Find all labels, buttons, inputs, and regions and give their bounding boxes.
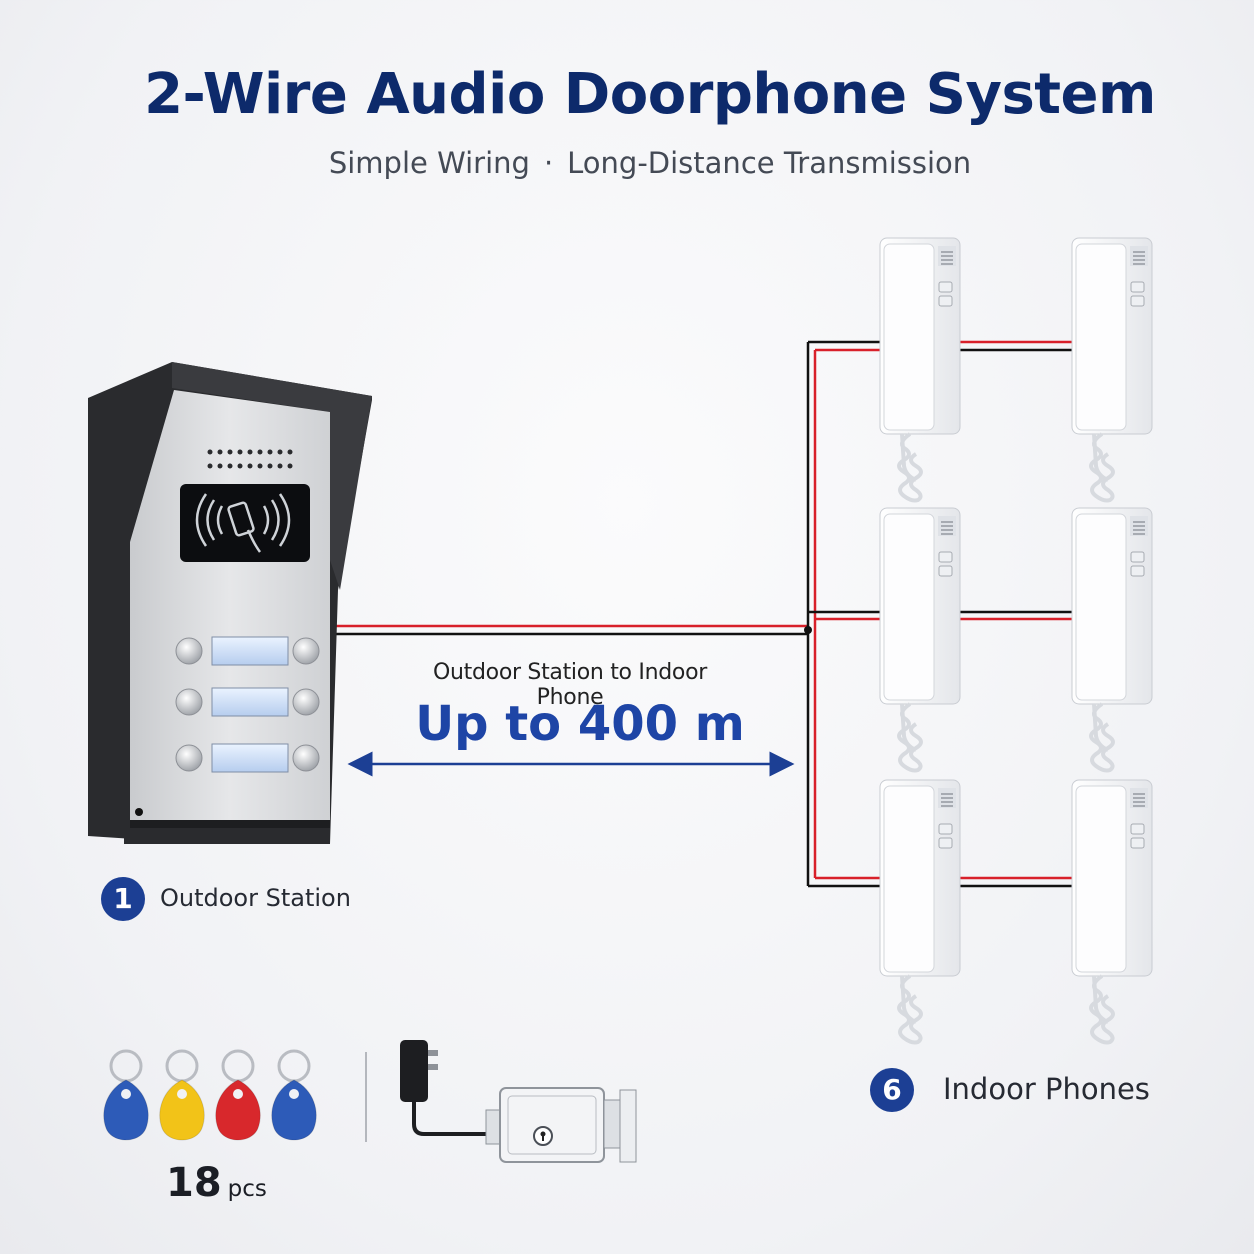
wiring — [330, 340, 1074, 888]
key-tag-1 — [103, 1049, 149, 1141]
outdoor-station-label: Outdoor Station — [160, 884, 351, 912]
distance-caption: Outdoor Station to Indoor Phone — [433, 660, 707, 710]
name-plate-2 — [211, 687, 289, 717]
speaker-grille — [207, 449, 293, 469]
keyhole-icon — [533, 1126, 553, 1146]
call-button-3-right — [292, 744, 320, 772]
subtitle-long-distance: Long-Distance Transmission — [567, 146, 972, 180]
indoor-phone-5 — [878, 778, 962, 1045]
outdoor-number-badge: 1 — [101, 877, 145, 921]
indoor-phones-label: Indoor Phones — [943, 1072, 1150, 1106]
page-subtitle: Simple Wiring · Long-Distance Transmission — [0, 146, 1254, 180]
name-plate-3 — [211, 743, 289, 773]
tag-count: 18 — [166, 1160, 222, 1206]
rfid-icon — [195, 493, 291, 553]
distance-value: Up to 400 m — [415, 696, 745, 752]
tag-unit: pcs — [227, 1176, 267, 1202]
call-button-2-left — [175, 688, 203, 716]
key-tag-4 — [271, 1049, 317, 1141]
power-adapter — [400, 1040, 488, 1136]
call-button-2-right — [292, 688, 320, 716]
rfid-key-tags — [103, 1049, 317, 1141]
call-button-1-left — [175, 637, 203, 665]
indoor-phone-1 — [878, 236, 962, 503]
call-panel — [175, 636, 320, 773]
indoor-phone-6 — [1070, 778, 1154, 1045]
indoor-phone-4 — [1070, 506, 1154, 773]
indoor-number-badge: 6 — [870, 1068, 914, 1112]
outdoor-station — [88, 362, 372, 844]
indoor-phone-2 — [1070, 236, 1154, 503]
electric-lock — [485, 1087, 637, 1163]
key-tag-2 — [159, 1049, 205, 1141]
indoor-phone-3 — [878, 506, 962, 773]
subtitle-simple-wiring: Simple Wiring — [328, 146, 530, 180]
call-button-3-left — [175, 744, 203, 772]
key-tag-3 — [215, 1049, 261, 1141]
subtitle-separator: · — [543, 146, 554, 180]
call-button-1-right — [292, 637, 320, 665]
indoor-phones — [878, 236, 1154, 1045]
name-plate-1 — [211, 636, 289, 666]
page-title: 2-Wire Audio Doorphone System — [144, 62, 1156, 127]
